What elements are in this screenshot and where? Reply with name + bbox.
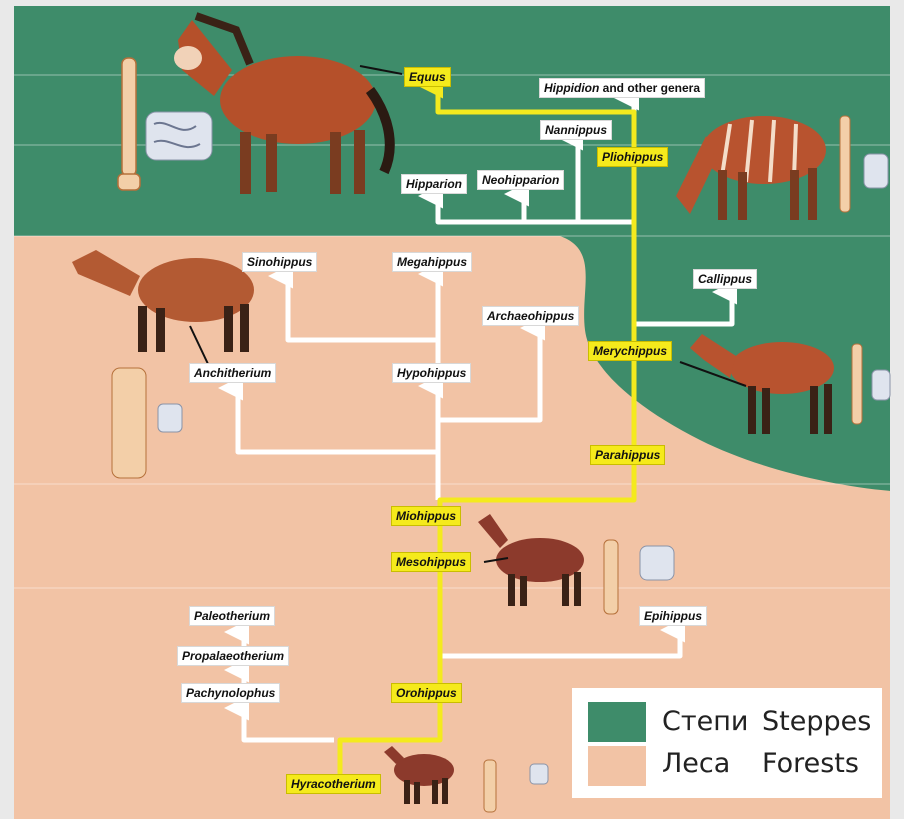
right-border xyxy=(890,0,904,819)
taxon-orohippus: Orohippus xyxy=(392,684,461,702)
top-border xyxy=(0,0,904,6)
legend: Степи Steppes Леса Forests xyxy=(572,688,882,798)
taxon-mesohippus: Mesohippus xyxy=(392,553,470,571)
legend-forests-en: Forests xyxy=(762,748,859,780)
taxon-archaeohippus: Archaeohippus xyxy=(483,307,578,325)
legend-steppes-ru: Степи xyxy=(662,706,748,738)
taxon-pliohippus: Pliohippus xyxy=(598,148,667,166)
taxon-merychippus: Merychippus xyxy=(589,342,671,360)
legend-swatch-forests xyxy=(588,746,646,786)
legend-forests-ru: Леса xyxy=(662,748,730,780)
taxon-neohipparion: Neohipparion xyxy=(478,171,563,189)
taxon-propalaeotherium: Propalaeotherium xyxy=(178,647,288,665)
taxon-anchitherium: Anchitherium xyxy=(190,364,275,382)
taxon-nannippus: Nannippus xyxy=(541,121,611,139)
legend-swatch-steppes xyxy=(588,702,646,742)
taxon-parahippus: Parahippus xyxy=(591,446,664,464)
taxon-callippus: Callippus xyxy=(694,270,756,288)
taxon-hipparion: Hipparion xyxy=(402,175,466,193)
taxon-pachynolophus: Pachynolophus xyxy=(182,684,279,702)
taxon-sinohippus: Sinohippus xyxy=(243,253,316,271)
legend-steppes-en: Steppes xyxy=(762,706,871,738)
taxon-hyracotherium: Hyracotherium xyxy=(287,775,380,793)
taxon-hippidion-name: Hippidion xyxy=(544,81,599,95)
left-border xyxy=(0,0,14,819)
taxon-hippidion: Hippidion and other genera xyxy=(540,79,704,97)
molar-tooth-icon xyxy=(146,112,212,160)
taxon-hypohippus: Hypohippus xyxy=(393,364,470,382)
taxon-paleotherium: Paleotherium xyxy=(190,607,274,625)
taxon-epihippus: Epihippus xyxy=(640,607,706,625)
taxon-miohippus: Miohippus xyxy=(392,507,460,525)
limb-bone-icon xyxy=(118,58,140,190)
taxon-megahippus: Megahippus xyxy=(393,253,471,271)
taxon-hippidion-suffix: and other genera xyxy=(599,81,700,95)
taxon-equus: Equus xyxy=(405,68,450,86)
